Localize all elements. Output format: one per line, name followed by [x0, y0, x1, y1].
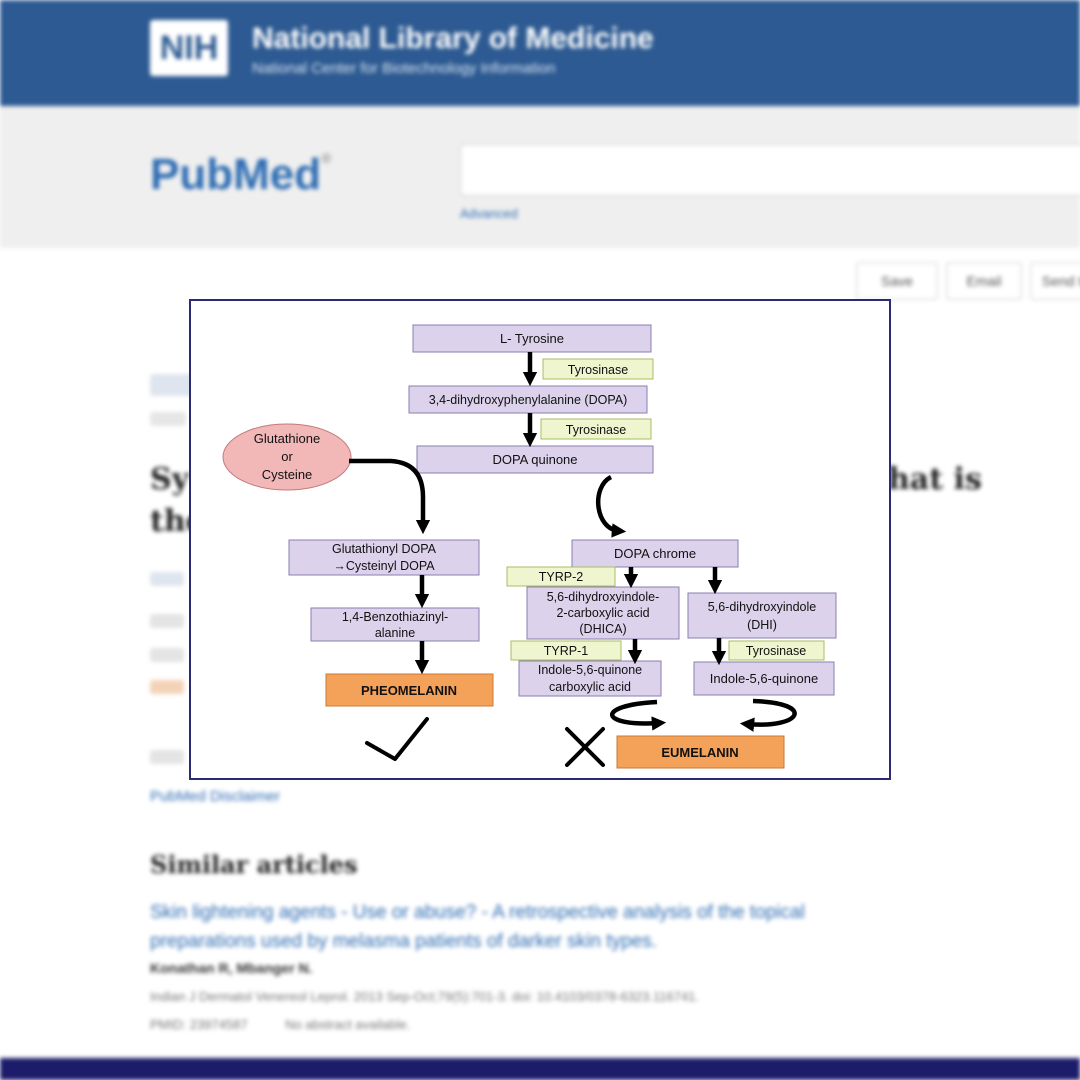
pubmed-logo[interactable]: PubMed® — [150, 150, 331, 200]
enzyme-label: TYRP-2 — [539, 570, 584, 584]
email-button[interactable]: Email — [946, 262, 1022, 300]
pathway-arrows — [349, 352, 797, 732]
enzyme-label: Tyrosinase — [568, 363, 628, 377]
no-abstract-line — [150, 750, 184, 764]
node-label: Glutathione — [254, 431, 321, 446]
article-title-fragment: Sy — [150, 462, 190, 497]
node-label: EUMELANIN — [661, 745, 738, 760]
nih-subtitle: National Center for Biotechnology Inform… — [252, 60, 556, 77]
node-label: (DHI) — [747, 618, 777, 632]
node-dopa-chrome: DOPA chrome — [571, 539, 739, 568]
bottom-band — [0, 1058, 1080, 1080]
node-label: 1,4-Benzothiazinyl- — [342, 610, 448, 624]
similar-article-pmid: PMID: 23974587 No abstract available. — [150, 1017, 410, 1032]
node-label: Indole-5,6-quinone — [538, 663, 642, 677]
pubmed-logo-text: PubMed — [150, 150, 322, 199]
author-line — [150, 572, 184, 586]
article-type-badge — [150, 374, 194, 396]
node-label: Glutathionyl DOPA — [332, 542, 437, 556]
node-label: or — [281, 449, 293, 464]
pubmed-disclaimer-link[interactable]: PubMed Disclaimer — [150, 788, 281, 805]
node-label: 2-carboxylic acid — [556, 606, 649, 620]
node-label: L- Tyrosine — [500, 331, 564, 346]
arrow-thiol-addition — [349, 458, 431, 535]
no-abstract-note: No abstract available. — [285, 1017, 411, 1032]
advanced-search-link[interactable]: Advanced — [460, 206, 518, 221]
node-label: →Cysteinyl DOPA — [333, 559, 435, 573]
registered-mark: ® — [321, 150, 332, 166]
arrow-iqca-to-eumelanin — [610, 699, 667, 731]
node-label: 5,6-dihydroxyindole- — [547, 590, 660, 604]
node-label: (DHICA) — [579, 622, 626, 636]
doi-line — [150, 412, 186, 426]
enzyme-tyrosinase: Tyrosinase — [542, 358, 654, 380]
node-dopa-quinone: DOPA quinone — [416, 445, 654, 474]
enzyme-tyrp-1: TYRP-1 — [510, 640, 622, 661]
node-label: 3,4-dihydroxyphenylalanine (DOPA) — [429, 393, 627, 407]
arrow-quinone-to-dopachrome — [596, 474, 627, 538]
pmid-text: PMID: 23974587 — [150, 1017, 248, 1032]
node-label: carboxylic acid — [549, 680, 631, 694]
node-label: PHEOMELANIN — [361, 683, 457, 698]
nih-header: NIH National Library of Medicine Nationa… — [0, 0, 1080, 106]
node-pheomelanin: PHEOMELANIN — [325, 673, 494, 707]
pmid-line — [150, 648, 184, 662]
check-mark-icon — [365, 717, 429, 761]
node-glutathione-cysteine: Glutathione or Cysteine — [222, 423, 352, 491]
search-input[interactable] — [460, 144, 1080, 196]
enzyme-tyrosinase: Tyrosinase — [728, 640, 825, 661]
node-glutathionyl-dopa: Glutathionyl DOPA →Cysteinyl DOPA — [288, 539, 480, 576]
send-to-button[interactable]: Send to — [1030, 262, 1080, 300]
melanin-pathway-diagram: L- Tyrosine Tyrosinase 3,4-dihydroxyphen… — [189, 299, 891, 780]
nih-logo[interactable]: NIH — [150, 20, 228, 76]
node-label: 5,6-dihydroxyindole — [708, 600, 816, 614]
article-title-fragment: hat is — [888, 462, 982, 497]
free-article-line — [150, 680, 184, 694]
save-button[interactable]: Save — [856, 262, 938, 300]
similar-articles-heading: Similar articles — [150, 850, 358, 879]
enzyme-tyrosinase: Tyrosinase — [540, 418, 652, 440]
node-label: Cysteine — [262, 467, 313, 482]
enzyme-tyrp-2: TYRP-2 — [506, 566, 616, 587]
node-label: alanine — [375, 626, 415, 640]
node-label: DOPA chrome — [614, 546, 696, 561]
node-l-tyrosine: L- Tyrosine — [412, 324, 652, 353]
similar-article-link[interactable]: Skin lightening agents - Use or abuse? -… — [150, 902, 805, 952]
diagram-canvas: L- Tyrosine Tyrosinase 3,4-dihydroxyphen… — [222, 324, 837, 769]
affiliation-line — [150, 614, 184, 628]
node-label: DOPA quinone — [492, 452, 577, 467]
enzyme-label: TYRP-1 — [544, 644, 589, 658]
node-dhi: 5,6-dihydroxyindole (DHI) — [687, 592, 837, 639]
node-indole-quinone-carboxylic-acid: Indole-5,6-quinone carboxylic acid — [518, 660, 662, 697]
node-dopa: 3,4-dihydroxyphenylalanine (DOPA) — [408, 385, 648, 414]
nih-title: National Library of Medicine — [252, 22, 654, 55]
node-dhica: 5,6-dihydroxyindole- 2-carboxylic acid (… — [526, 586, 680, 640]
node-eumelanin: EUMELANIN — [616, 735, 785, 769]
enzyme-label: Tyrosinase — [746, 644, 806, 658]
arrow-iq-to-eumelanin — [739, 698, 797, 732]
cross-mark-icon — [565, 727, 605, 767]
node-indole-quinone: Indole-5,6-quinone — [693, 661, 835, 696]
similar-article-authors: Konathan R, Mbanger N. — [150, 960, 313, 976]
node-benzothiazinylalanine: 1,4-Benzothiazinyl- alanine — [310, 607, 480, 642]
node-label: Indole-5,6-quinone — [710, 671, 818, 686]
enzyme-label: Tyrosinase — [566, 423, 626, 437]
similar-article-citation: Indian J Dermatol Venereol Leprol. 2013 … — [150, 989, 700, 1004]
